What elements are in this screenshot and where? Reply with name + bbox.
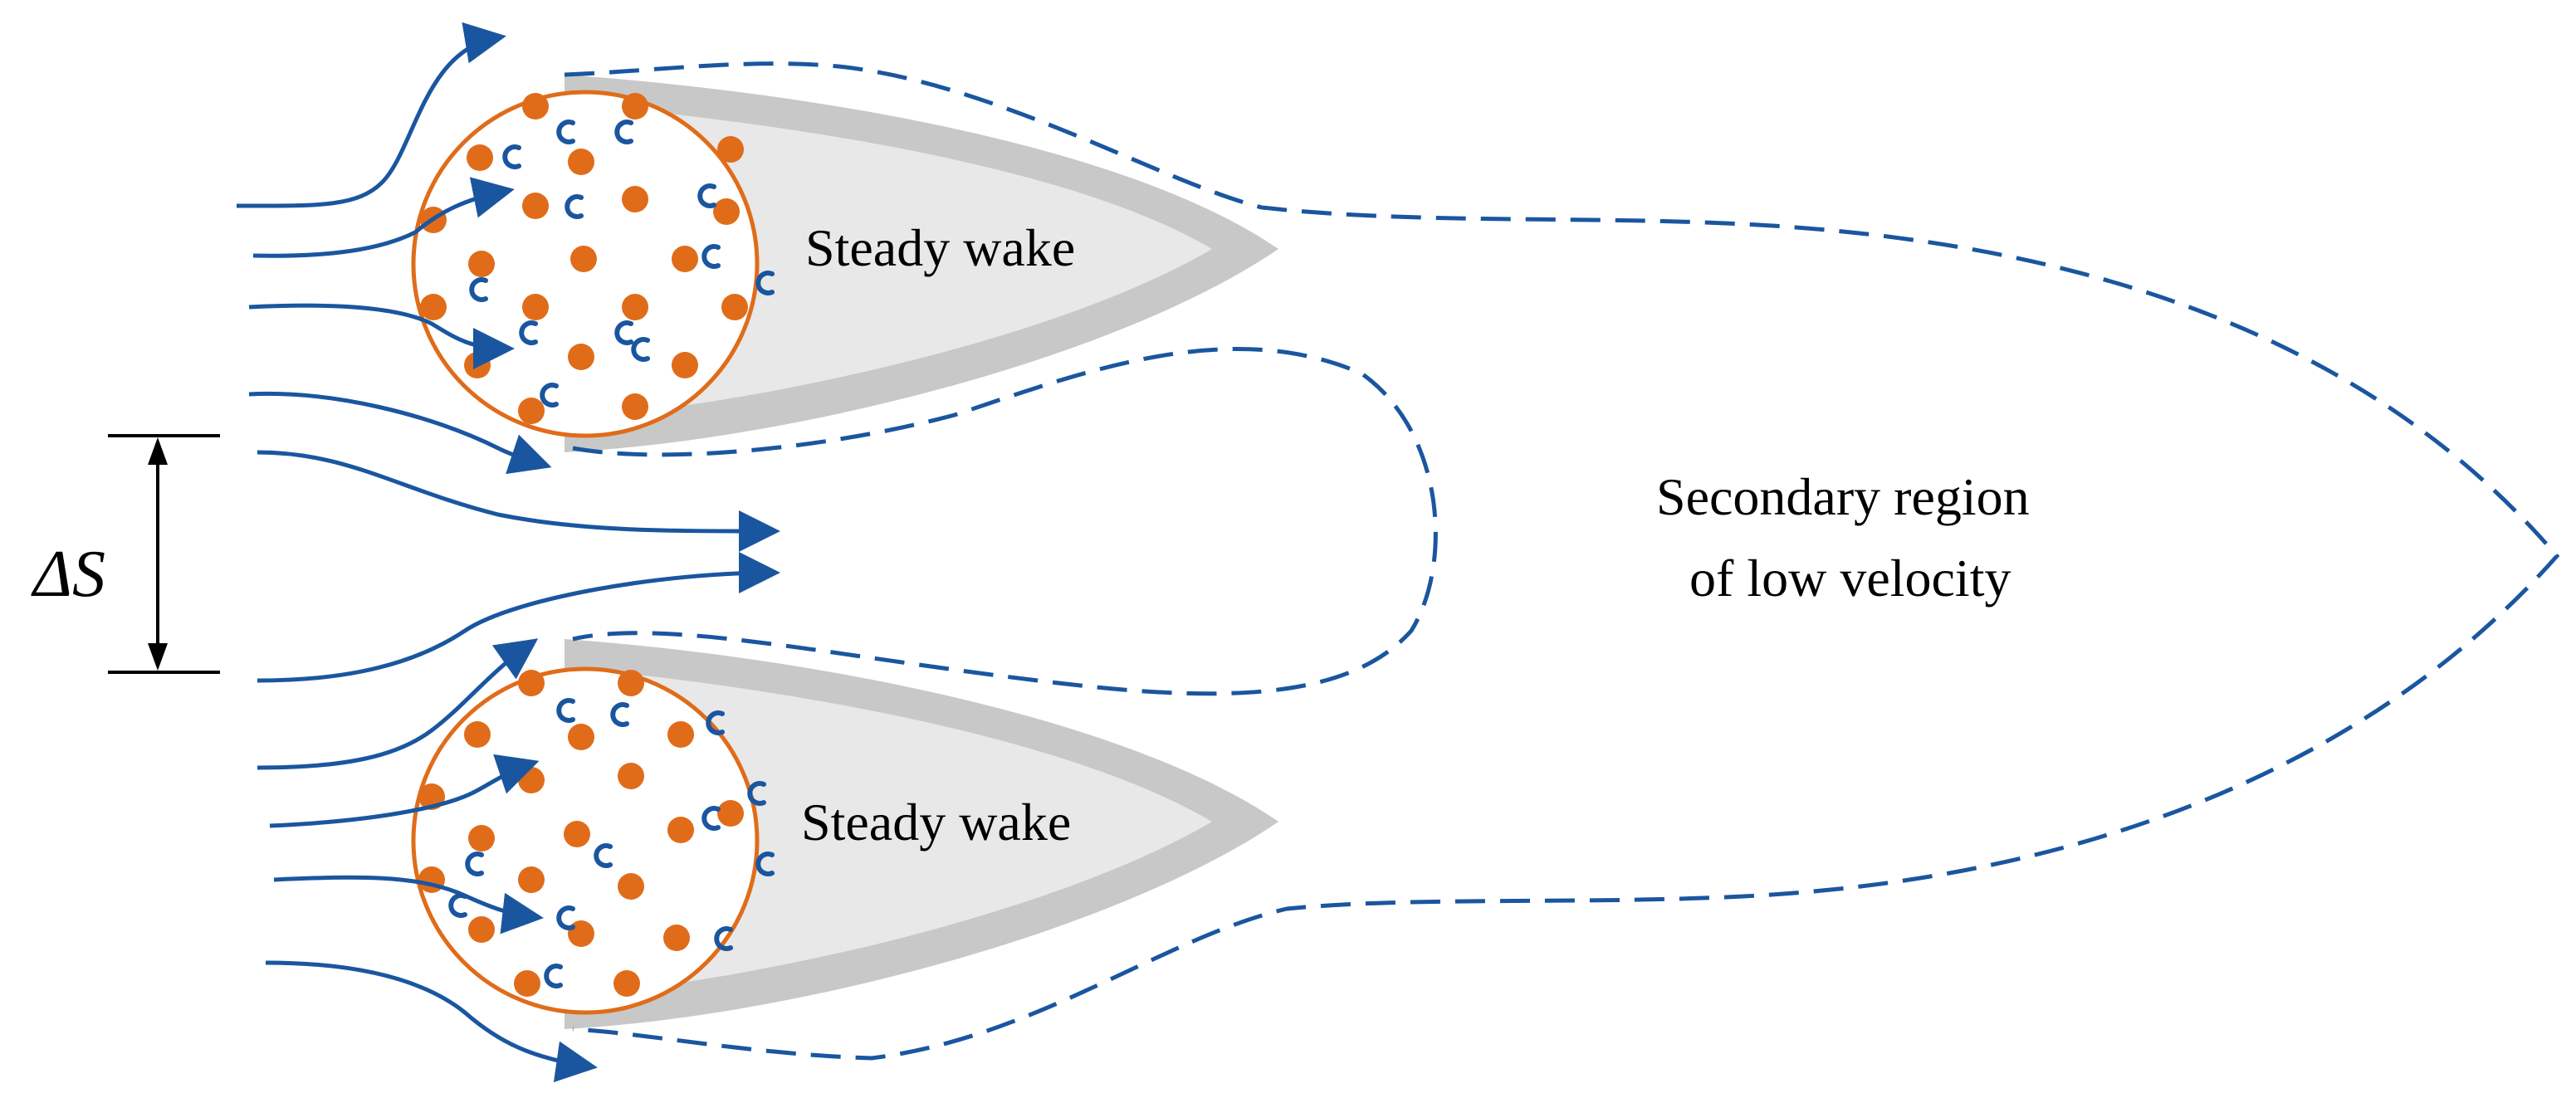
particle <box>518 670 545 696</box>
particle <box>522 93 549 120</box>
particle <box>464 352 491 378</box>
streamline-1 <box>236 22 506 208</box>
particle <box>568 920 594 947</box>
particle <box>518 767 545 793</box>
particle <box>618 763 644 789</box>
eddy-icon <box>465 852 484 876</box>
particle <box>672 352 698 378</box>
eddy-icon <box>540 383 559 407</box>
eddy-icon <box>755 852 775 876</box>
streamline-3 <box>248 303 515 369</box>
eddy-icon <box>556 698 575 723</box>
outer-low-velocity-boundary <box>564 61 2560 1061</box>
particle <box>622 294 648 320</box>
eddy-icon <box>556 905 575 930</box>
particle <box>522 294 549 320</box>
particle <box>663 925 690 951</box>
particle <box>518 866 545 893</box>
eddy-icon <box>565 194 584 219</box>
inner-secondary-boundary <box>572 346 1438 696</box>
particle <box>622 393 648 420</box>
eddy-icon <box>556 120 575 144</box>
particle <box>568 724 594 750</box>
steady-wake-bottom-label: Steady wake <box>801 793 1071 852</box>
eddy-icon <box>706 710 725 735</box>
particle <box>672 246 698 272</box>
flow-streamlines <box>236 22 780 1083</box>
streamline-6 <box>257 552 780 683</box>
particle <box>468 251 495 277</box>
particle <box>564 821 590 847</box>
particle <box>468 916 495 943</box>
streamline-8 <box>269 754 540 828</box>
eddy-icon <box>631 337 650 362</box>
eddy-icon <box>610 702 629 727</box>
streamline-4 <box>248 391 552 475</box>
eddy-icon <box>469 277 488 302</box>
dimension-arrow-down-icon <box>148 643 168 671</box>
particle <box>667 817 694 843</box>
eddy-icon <box>701 806 721 831</box>
eddy-icon <box>697 183 716 208</box>
particle <box>518 398 545 424</box>
eddy-icon <box>714 926 733 951</box>
spacing-dimension <box>108 434 220 674</box>
eddy-icon <box>594 843 613 868</box>
particle <box>514 970 540 997</box>
spacing-label: ΔS <box>31 538 105 611</box>
particle <box>618 873 644 900</box>
particle <box>613 970 640 997</box>
particle <box>467 144 493 171</box>
streamline-10 <box>265 960 598 1083</box>
eddy-icon <box>614 320 633 345</box>
particle <box>570 246 597 272</box>
eddy-icon <box>701 244 721 269</box>
secondary-region-label-line1: Secondary region <box>1656 467 2030 526</box>
particle <box>522 193 549 219</box>
particle <box>667 721 694 748</box>
eddy-icon <box>544 964 563 988</box>
streamline-5 <box>257 450 780 552</box>
particle <box>468 825 495 852</box>
eddy-icon <box>502 144 521 169</box>
eddy-icon <box>519 320 538 345</box>
secondary-region-label-line2: of low velocity <box>1689 549 2011 608</box>
particle <box>717 136 744 163</box>
particle <box>568 344 594 370</box>
streamline-2 <box>252 177 515 258</box>
eddy-icon <box>755 271 775 295</box>
streamline-9 <box>273 875 544 935</box>
particle <box>622 186 648 212</box>
particle <box>717 800 744 827</box>
particle <box>622 93 648 120</box>
dimension-arrow-up-icon <box>148 437 168 465</box>
particle <box>568 149 594 175</box>
particle <box>420 294 447 320</box>
dashed-boundaries <box>564 61 2560 1061</box>
particle <box>618 670 644 696</box>
particle <box>713 198 740 225</box>
particle <box>464 721 491 748</box>
particle <box>721 294 748 320</box>
eddy-icon <box>614 120 633 144</box>
streamline-7 <box>257 638 539 770</box>
steady-wake-top-label: Steady wake <box>805 218 1075 277</box>
eddy-icon <box>747 781 766 806</box>
